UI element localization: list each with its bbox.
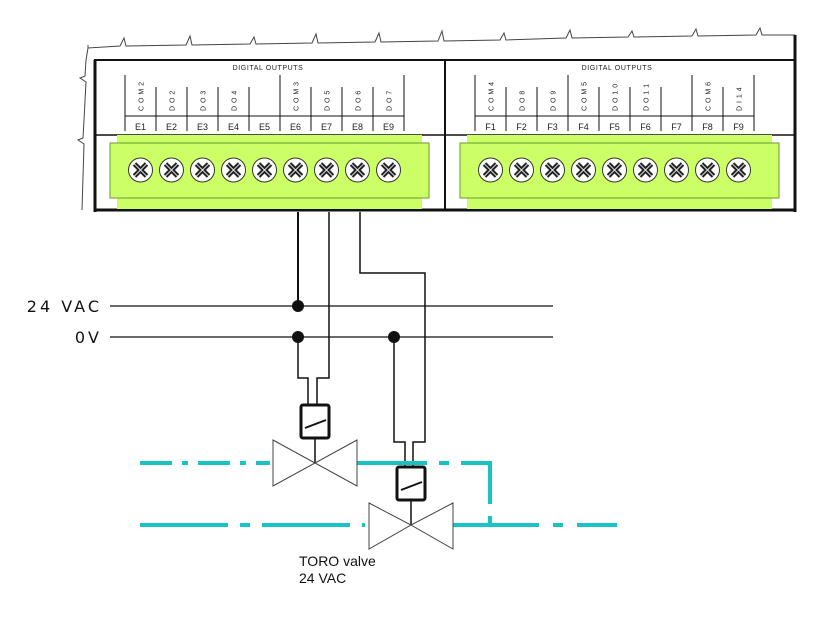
- signal-label: C O M 5: [582, 81, 589, 111]
- signal-label: D O 2: [170, 90, 177, 111]
- terminal-id-label: F2: [516, 122, 527, 132]
- break-line-top: [87, 26, 795, 49]
- signal-label: C O M 2: [139, 81, 146, 111]
- signal-label: D O 1 0: [613, 83, 620, 111]
- valve-body-icon: [313, 439, 358, 487]
- screw-icon: [314, 157, 339, 183]
- screw-icon: [664, 157, 689, 183]
- module-f-header: DIGITAL OUTPUTS: [582, 65, 653, 72]
- screw-icon: [159, 157, 184, 183]
- screw-icon: [252, 157, 277, 183]
- screw-icon: [633, 157, 658, 183]
- bus-0v-label: 0V: [75, 328, 102, 347]
- signal-label: D O 6: [356, 90, 363, 111]
- screw-icon: [726, 157, 751, 183]
- break-line-left: [76, 47, 89, 211]
- module-e-labels: C O M 2 E1 D O 2 E2 D O 3 E3 D O 4 E4 E5 C O M 3 E…: [124, 75, 405, 132]
- signal-label: D O 4: [232, 90, 239, 111]
- terminal-id-label: E3: [197, 122, 208, 132]
- module-f-labels: C O M 4 F1 D O 8 F2 D O 9 F3 C O M 5 F4 D O 1 0 F…: [474, 75, 755, 132]
- terminal-id-label: E1: [135, 122, 146, 132]
- signal-label: D O 1 1: [644, 83, 651, 111]
- signal-label: D O 9: [551, 90, 558, 111]
- wire-0v-valve2: [393, 336, 406, 468]
- screw-icon: [478, 157, 503, 183]
- signal-label: C O M 3: [294, 81, 301, 111]
- signal-label: D O 8: [520, 90, 527, 111]
- screw-icon: [190, 157, 215, 183]
- signal-label: C O M 6: [706, 81, 713, 111]
- signal-label: C O M 4: [489, 81, 496, 111]
- terminal-id-label: F6: [640, 122, 651, 132]
- valve-note-line2: 24 VAC: [299, 570, 346, 586]
- terminal-id-label: E4: [228, 122, 239, 132]
- terminal-id-label: F9: [733, 122, 744, 132]
- terminal-id-label: E6: [290, 122, 301, 132]
- terminal-id-label: F3: [547, 122, 558, 132]
- wires: [297, 212, 426, 468]
- screw-icon: [602, 157, 627, 183]
- valve-1: [272, 403, 358, 487]
- screw-icon: [540, 157, 565, 183]
- screw-icon: [695, 157, 720, 183]
- wire-0v-valve1: [297, 336, 309, 405]
- screw-icon: [128, 157, 153, 183]
- terminal-id-label: F1: [485, 122, 496, 132]
- junction-dot: [292, 331, 304, 343]
- terminal-screws: [128, 157, 751, 183]
- signal-label: D I 1 4: [737, 87, 744, 111]
- screw-icon: [571, 157, 596, 183]
- terminal-id-label: E7: [321, 122, 332, 132]
- valve-2: [368, 465, 454, 550]
- terminal-id-label: F7: [671, 122, 682, 132]
- screw-icon: [221, 157, 246, 183]
- bus-24vac-label: 24 VAC: [27, 297, 102, 316]
- terminal-id-label: F8: [702, 122, 713, 132]
- signal-label: D O 3: [201, 90, 208, 111]
- terminal-id-label: E9: [383, 122, 394, 132]
- pipe-upper-right: [357, 461, 492, 525]
- module-e-header: DIGITAL OUTPUTS: [233, 65, 304, 72]
- junction-dot: [388, 331, 400, 343]
- screw-icon: [345, 157, 370, 183]
- valve-body-icon: [368, 502, 413, 550]
- screw-icon: [376, 157, 401, 183]
- terminal-id-label: E8: [352, 122, 363, 132]
- junction-dot: [292, 300, 304, 312]
- pipes: [140, 461, 617, 527]
- signal-label: D O 5: [325, 90, 332, 111]
- terminal-id-label: E5: [259, 122, 270, 132]
- wire-e7: [316, 212, 330, 405]
- signal-label: D O 7: [387, 90, 394, 111]
- terminal-id-label: E2: [166, 122, 177, 132]
- valve-note-line1: TORO valve: [299, 553, 376, 569]
- wire-e8: [359, 212, 426, 468]
- terminal-id-label: F5: [609, 122, 620, 132]
- valve-body-icon: [409, 502, 454, 550]
- terminal-id-label: F4: [578, 122, 589, 132]
- screw-icon: [509, 157, 534, 183]
- screw-icon: [283, 157, 308, 183]
- valve-body-icon: [272, 439, 317, 487]
